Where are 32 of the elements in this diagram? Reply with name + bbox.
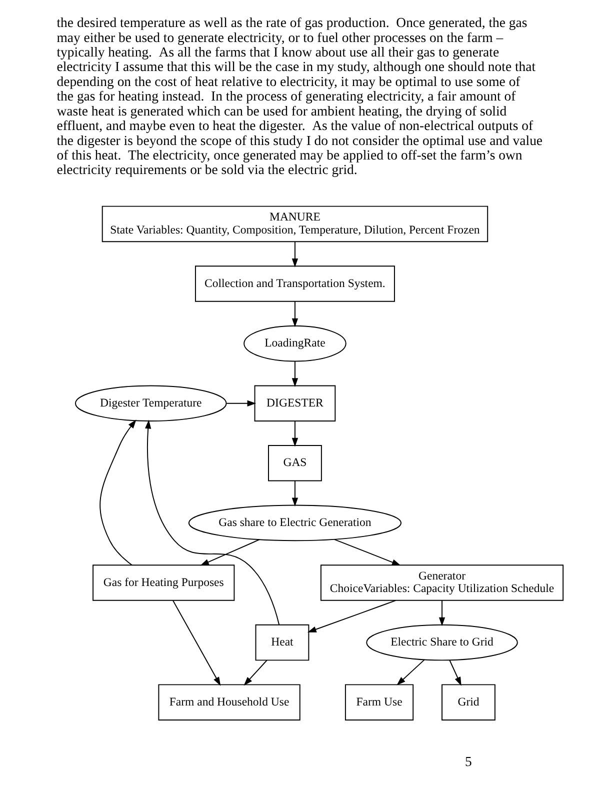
node-box: Generator ChoiceVariables: Capacity Utilization Schedule	[320, 564, 564, 601]
node-box: MANURE State Variables: Quantity, Composition, Temperature, Dilution, Percent Frozen	[102, 206, 488, 242]
arrow	[449, 660, 462, 686]
arrow	[292, 300, 298, 328]
arrow	[308, 600, 396, 632]
arrow	[226, 400, 256, 406]
arrow	[396, 659, 425, 686]
label: the desired temperature as well as the rate of gas production. Once generated, the gas may either be used to generate electricity, or to fuel other processes on the farm – typically heating. As all the farms that I know about use all their gas to generate electricity I assume that this will be the case in my study, although one should note that depending on the cost of heat relative to electricity, it may be optimal to use some of the gas for heating instead. In the process of generating electricity, a fair amount of waste heat is generated which can be used for ambient heating, the drying of solid effluent, and maybe even to heat the digester. As the value of non-electrical outputs of the digester is beyond the scope of this study I do not consider the optimal use and value of this heat. The electricity, once generated may be applied to off-set the farm’s own electricity requirements or be sold via the electric grid.	[56, 15, 543, 178]
arrow	[438, 600, 446, 626]
node-box: Heat	[255, 624, 310, 661]
arrow	[292, 360, 298, 387]
node-ellipse: Gas share to Electric Generation	[188, 504, 402, 542]
node-box: Collection and Transportation System.	[194, 266, 395, 302]
arrow	[145, 420, 280, 626]
arrow	[200, 539, 260, 566]
arrow	[172, 600, 221, 686]
node-box: Grid	[442, 684, 496, 720]
node-box: Farm and Household Use	[158, 684, 300, 720]
node-ellipse: Electric Share to Grid	[366, 624, 518, 661]
arrow	[100, 420, 136, 566]
arrow	[292, 480, 298, 507]
label: 5	[465, 754, 472, 769]
arrow	[292, 420, 298, 447]
node-box: Farm Use	[344, 684, 414, 720]
node-ellipse: Digester Temperature	[75, 385, 227, 422]
arrow	[292, 241, 298, 268]
arrow	[244, 660, 268, 686]
node-box: GAS	[268, 445, 322, 482]
arrow	[334, 538, 401, 566]
node-box: Gas for Heating Purposes	[92, 564, 235, 601]
node-ellipse: LoadingRate	[244, 325, 346, 362]
node-box: DIGESTER	[254, 385, 336, 422]
